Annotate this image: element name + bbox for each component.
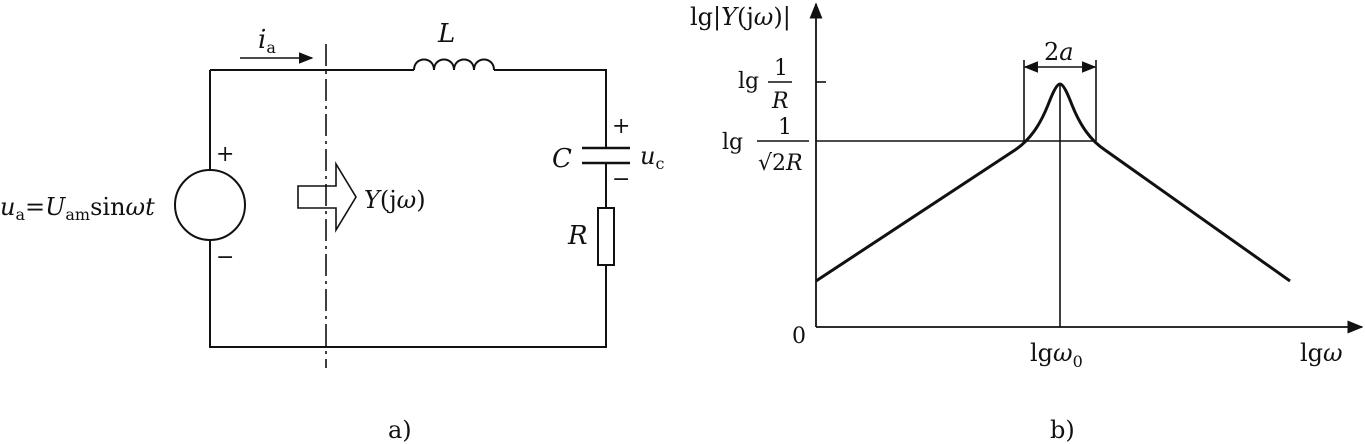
resistor-label: R (567, 221, 588, 251)
resistor (597, 207, 615, 266)
svg-text:1: 1 (774, 56, 788, 81)
cap-plus: + (612, 114, 630, 139)
current-label: ia (258, 25, 276, 57)
source-minus: − (216, 245, 234, 270)
y-tick-mid-label: lg 1 √2R (722, 115, 809, 176)
top-wire-right (494, 69, 607, 148)
bandwidth-label: 2a (1044, 38, 1074, 66)
svg-text:√2R: √2R (758, 151, 803, 176)
caption-a: a) (388, 416, 412, 444)
inductor-coil (413, 58, 495, 71)
y-axis-label: lg|Y(jω)| (690, 3, 791, 32)
source-label: ua=Uamsinωt (0, 193, 155, 224)
svg-text:lg: lg (738, 69, 759, 94)
frequency-response-chart: lg|Y(jω)| lgω 0 lg 1 R lg 1 √2R 2a lgω0 … (690, 2, 1364, 444)
circuit-diagram: L C + − uc R + − ua=Uamsinωt ia Y(jω) a) (0, 19, 664, 444)
x-axis-label: lgω (1300, 339, 1343, 367)
capacitor-label: C (552, 144, 572, 174)
admittance-arrow (297, 161, 357, 233)
svg-text:R: R (771, 89, 789, 114)
y-tick-top-label: lg 1 R (738, 56, 792, 114)
response-curve (815, 82, 1291, 283)
voltage-source (174, 169, 246, 241)
cap-voltage-label: uc (640, 142, 664, 173)
left-wire-bottom (209, 240, 607, 348)
origin-label: 0 (792, 324, 806, 349)
inductor-label: L (437, 19, 455, 49)
admittance-label: Y(jω) (364, 186, 426, 214)
svg-text:1: 1 (778, 115, 792, 140)
svg-text:lg: lg (722, 130, 743, 155)
source-plus: + (216, 142, 234, 167)
caption-b: b) (1050, 416, 1075, 444)
x-tick-label: lgω0 (1030, 339, 1083, 371)
cap-minus: − (612, 167, 630, 192)
